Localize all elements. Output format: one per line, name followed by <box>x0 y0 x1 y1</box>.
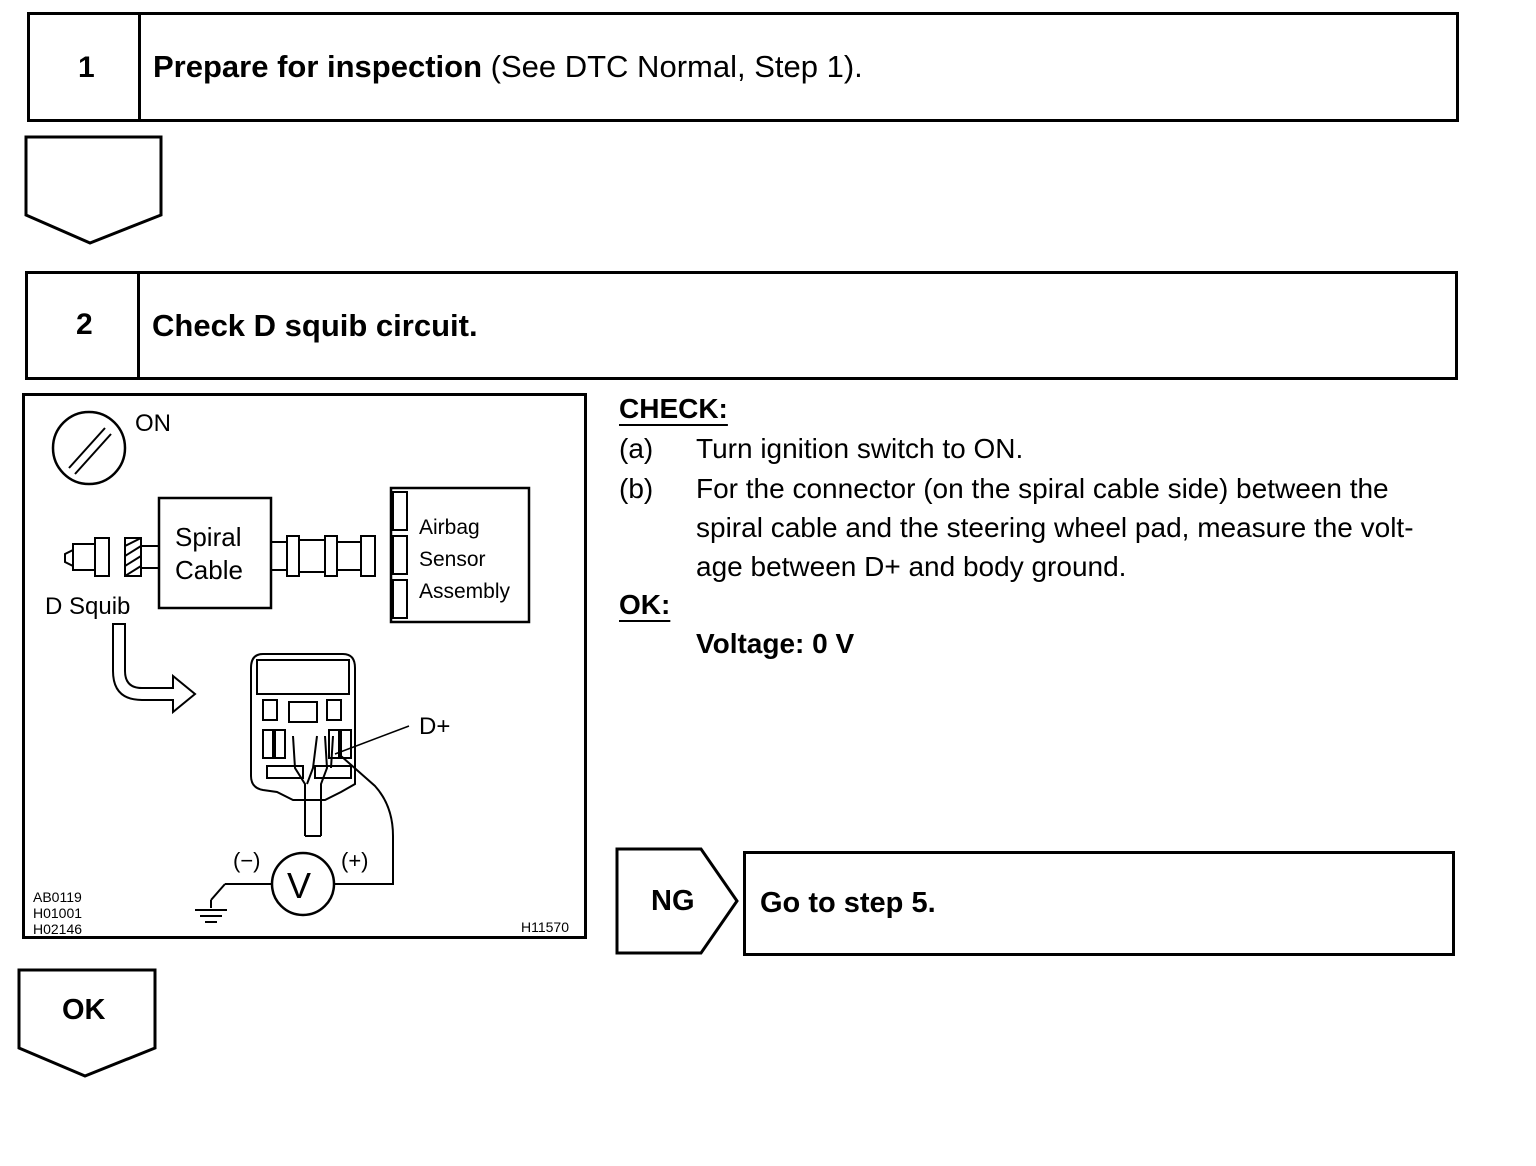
ok-heading: OK: <box>619 589 671 620</box>
airbag-label-3: Assembly <box>419 580 511 603</box>
check-item-b-label: (b) <box>619 473 654 504</box>
airbag-sensor-terminals <box>392 491 408 619</box>
step1-title: Prepare for inspection (See DTC Normal, … <box>153 49 863 85</box>
meter-wiring <box>195 755 394 923</box>
check-item-a-label: (a) <box>619 433 654 464</box>
step1-divider <box>138 15 141 119</box>
pointer-arrow-icon <box>112 623 197 715</box>
step1-box: 1 Prepare for inspection (See DTC Normal… <box>27 12 1459 122</box>
voltmeter-symbol: V <box>287 865 311 906</box>
circuit-figure: ON Spiral Cable <box>22 393 587 939</box>
code-3: H02146 <box>33 921 82 936</box>
step2-box: 2 Check D squib circuit. <box>25 271 1458 380</box>
spiral-cable-label-2: Cable <box>175 555 243 585</box>
d-squib-connector-icon <box>64 537 160 577</box>
spiral-to-sensor-connector-icon <box>271 535 376 577</box>
step2-divider <box>137 274 140 377</box>
d-squib-label: D Squib <box>45 593 130 620</box>
spiral-cable-box <box>157 496 273 610</box>
ng-arrow <box>615 847 739 955</box>
ng-label: NG <box>651 885 695 917</box>
code-1: AB0119 <box>33 889 82 905</box>
check-item-b-line2: spiral cable and the steering wheel pad,… <box>696 512 1414 543</box>
on-label: ON <box>135 410 171 437</box>
ignition-switch-icon <box>51 410 127 486</box>
check-item-a-text: Turn ignition switch to ON. <box>696 433 1024 464</box>
d-plus-leader-line <box>334 725 410 755</box>
spiral-cable-label-1: Spiral <box>175 522 241 552</box>
voltmeter-icon: V <box>270 851 336 917</box>
ok-value: Voltage: 0 V <box>696 628 855 659</box>
step1-number: 1 <box>78 51 95 84</box>
figure-id: H11570 <box>521 919 569 935</box>
ok-down-arrow <box>17 968 157 1078</box>
ok-arrow-label: OK <box>62 994 106 1026</box>
minus-label: (−) <box>233 848 261 873</box>
connector-face-icon <box>250 653 356 837</box>
d-plus-label: D+ <box>419 713 450 740</box>
airbag-label-2: Sensor <box>419 548 486 571</box>
code-2: H01001 <box>33 905 82 921</box>
check-item-b-line3: age between D+ and body ground. <box>696 551 1127 582</box>
circuit-diagram: ON Spiral Cable <box>33 410 569 936</box>
step1-title-rest: (See DTC Normal, Step 1). <box>482 49 863 84</box>
airbag-label-1: Airbag <box>419 516 480 539</box>
ng-action-text: Go to step 5. <box>760 887 936 919</box>
airbag-sensor-box <box>389 486 531 624</box>
check-heading: CHECK: <box>619 393 728 424</box>
step1-title-bold: Prepare for inspection <box>153 49 483 84</box>
step2-number: 2 <box>76 308 93 341</box>
check-item-b-line1: For the connector (on the spiral cable s… <box>696 473 1389 504</box>
step1-down-arrow <box>24 135 163 245</box>
plus-label: (+) <box>341 848 369 873</box>
step2-title: Check D squib circuit. <box>152 308 478 343</box>
ng-action-box: Go to step 5. <box>743 851 1455 956</box>
